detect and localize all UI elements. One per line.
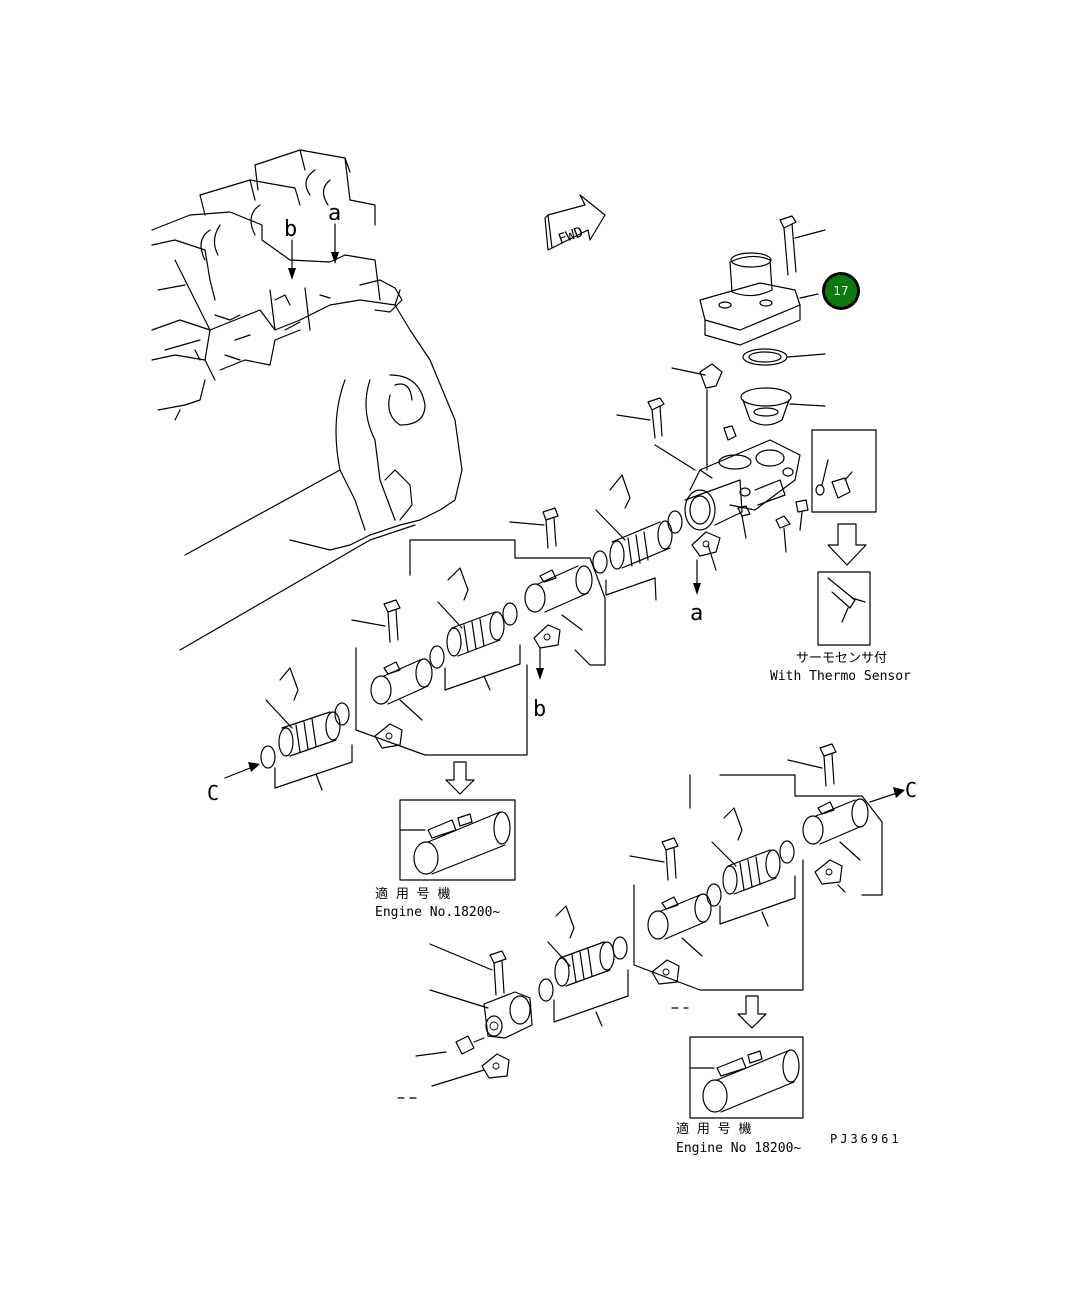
ref-arrow-c-left: C [207,762,260,805]
pipe-box-1: 適 用 号 機 Engine No.18200~ [375,799,516,920]
svg-text:b: b [284,217,297,242]
bolt-upper [509,507,559,549]
engine-note-1-en: Engine No.18200~ [375,905,500,920]
pipe-lower-middle [647,893,712,957]
svg-text:C: C [207,781,219,805]
bolt-left-housing [616,397,696,471]
pipe-upper [524,565,593,631]
connector-tee [429,989,533,1039]
svg-text:C: C [905,778,917,802]
gasket-e [651,959,689,1009]
small-plug-1 [723,425,737,441]
bolt-middle [351,599,401,643]
ref-arrow-b-top: b [284,217,297,280]
gasket-a [691,531,721,571]
middle-bracket-frame [355,647,528,756]
engine-note-1-jp: 適 用 号 機 [375,886,450,902]
pipe-middle [370,658,433,721]
elbow-fitting [671,363,723,471]
engine-block [151,149,463,651]
thermo-sensor-jp: サーモセンサ付 [796,651,887,666]
drawing-code: PJ36961 [830,1132,902,1146]
callout-17: 17 [822,272,860,310]
svg-text:17: 17 [833,284,848,298]
gasket-d [814,859,846,893]
gasket-b [533,624,561,649]
thermostat [740,387,826,426]
sensor-bracket [811,429,877,566]
hose-lower-left [260,667,353,791]
ref-arrow-c-right: C [869,778,917,803]
thermo-sensor-en: With Thermo Sensor [770,669,911,684]
ref-arrow-b: b [533,647,546,722]
pipe-box-2: 適 用 号 機 Engine No 18200~ [676,1036,804,1156]
bolt-lower-middle [629,837,679,881]
gasket-c [374,723,403,749]
down-arrow-2 [737,995,767,1029]
engine-note-2-jp: 適 用 号 機 [676,1121,751,1137]
hose-lower-right [706,807,796,927]
thermostat-cover [699,215,826,346]
gasket-f [397,1053,510,1099]
down-arrow-1 [445,761,475,795]
thermostat-gasket [742,348,826,366]
pipe-lower-right [802,798,869,861]
svg-text:a: a [328,201,341,226]
hose-middle [429,567,521,691]
upper-bracket-frame [409,539,606,666]
bolt-lower-right [787,743,837,787]
engine-note-2-en: Engine No 18200~ [676,1141,801,1156]
lower-right-bracket-frame [633,774,883,991]
thermo-sensor-box: サーモセンサ付 With Thermo Sensor [770,571,911,684]
hose-lower-center [538,905,629,1027]
svg-text:a: a [690,601,703,626]
thermostat-housing [684,439,801,531]
bolt-connector [429,943,507,996]
fwd-arrow: FWD [544,194,606,251]
ref-arrow-a-top: a [328,201,341,264]
bolt-housing-lower [737,499,809,553]
ref-arrow-a: a [690,559,703,626]
svg-text:FWD: FWD [556,224,585,248]
svg-text:b: b [533,697,546,722]
plug-connector [415,1035,485,1057]
hose-upper-right [592,474,683,601]
